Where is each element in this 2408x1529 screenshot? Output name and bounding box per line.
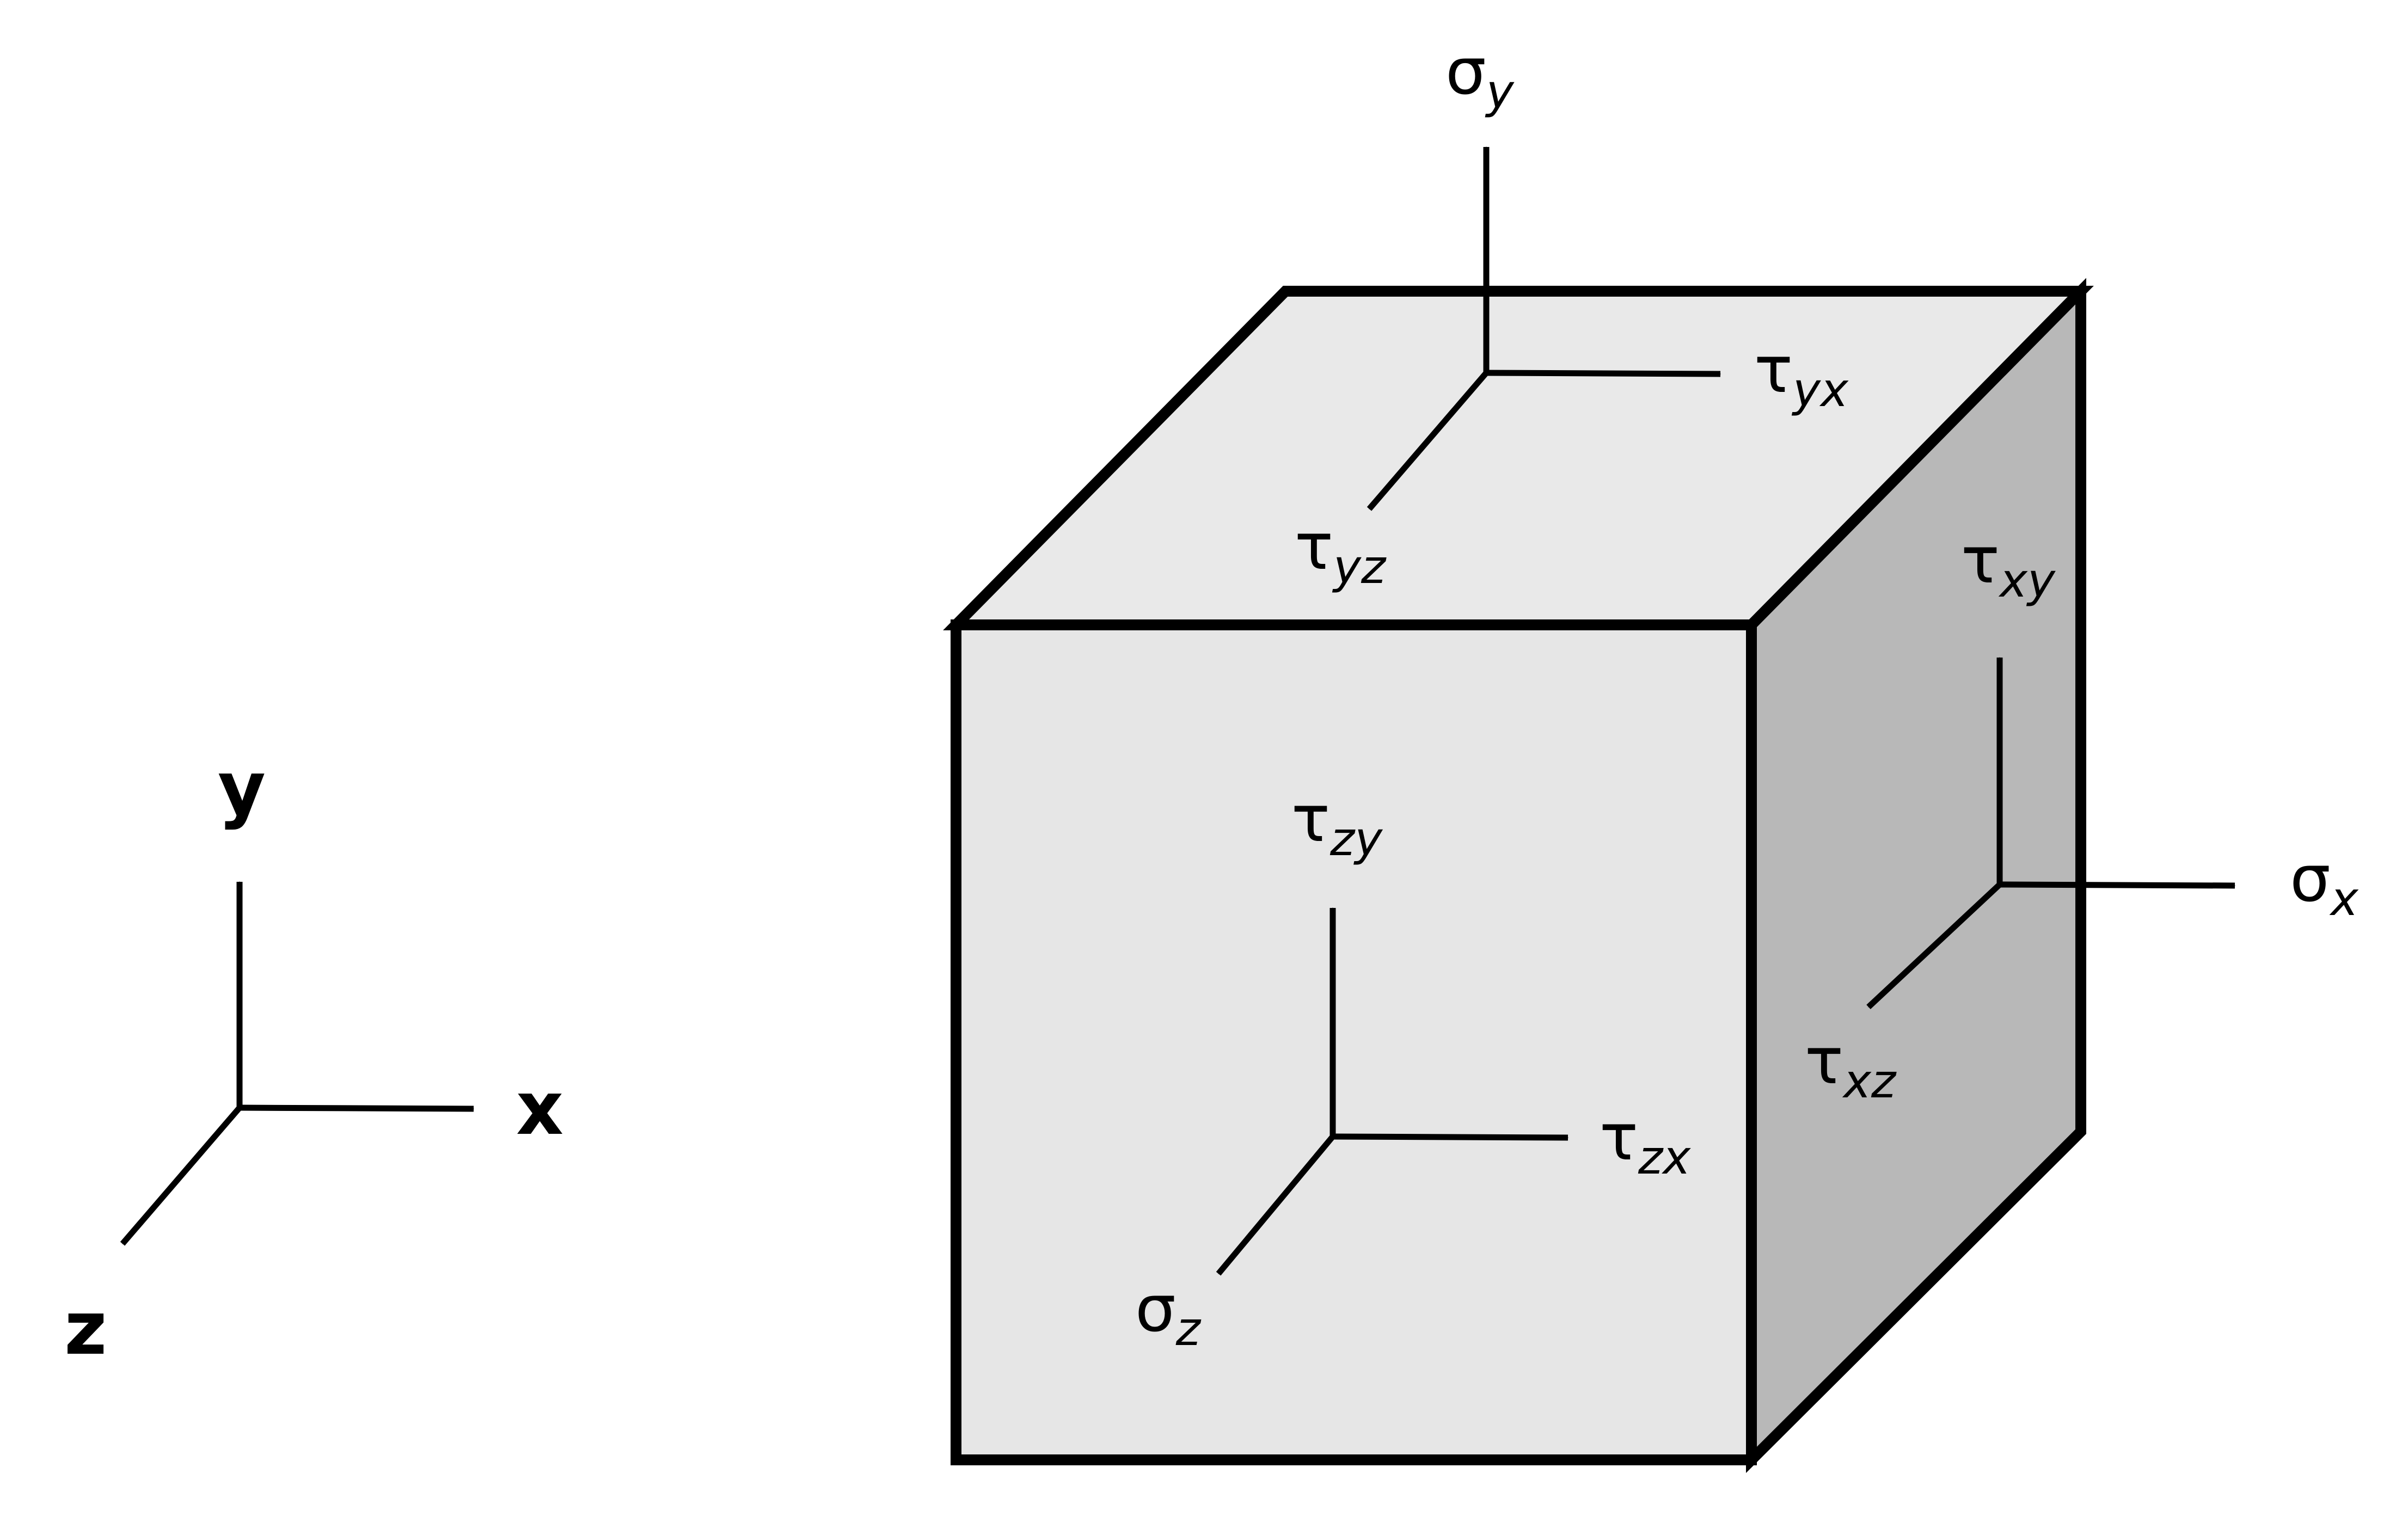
tau-zx-arrow — [1332, 1133, 1568, 1141]
x-axis-label: x — [516, 1066, 563, 1151]
tau-zx-label: τzx — [1600, 1100, 1691, 1185]
x-axis-arrow — [239, 1104, 474, 1112]
tau-zy-label: τzy — [1291, 781, 1383, 867]
cube-front-face — [951, 619, 1757, 1465]
cube — [943, 278, 2094, 1473]
tau-yx-arrow — [1486, 370, 1721, 377]
front-face-arrows — [1216, 907, 1568, 1276]
tau-yx-label: τyx — [1754, 332, 1849, 417]
tau-xz-arrow — [1866, 882, 2002, 1010]
tau-xz-label: τxz — [1805, 1023, 1897, 1109]
sigma-y-label: σy — [1445, 34, 1515, 119]
tau-yz-label: τyz — [1295, 509, 1387, 594]
sigma-x-arrow — [1999, 881, 2235, 889]
sigma-z-label: σz — [1135, 1271, 1202, 1356]
tau-yz-arrow — [1367, 371, 1489, 511]
top-face-arrows — [1367, 146, 1721, 511]
tau-xy-label: τxy — [1961, 523, 2056, 608]
coordinate-axes — [120, 881, 474, 1246]
sigma-z-arrow — [1216, 1134, 1335, 1276]
sigma-x-label: σx — [2290, 841, 2359, 926]
y-axis-label: y — [218, 746, 266, 831]
z-axis-label: z — [64, 1286, 107, 1371]
z-axis-arrow — [120, 1106, 242, 1246]
side-face-arrows — [1866, 657, 2235, 1010]
